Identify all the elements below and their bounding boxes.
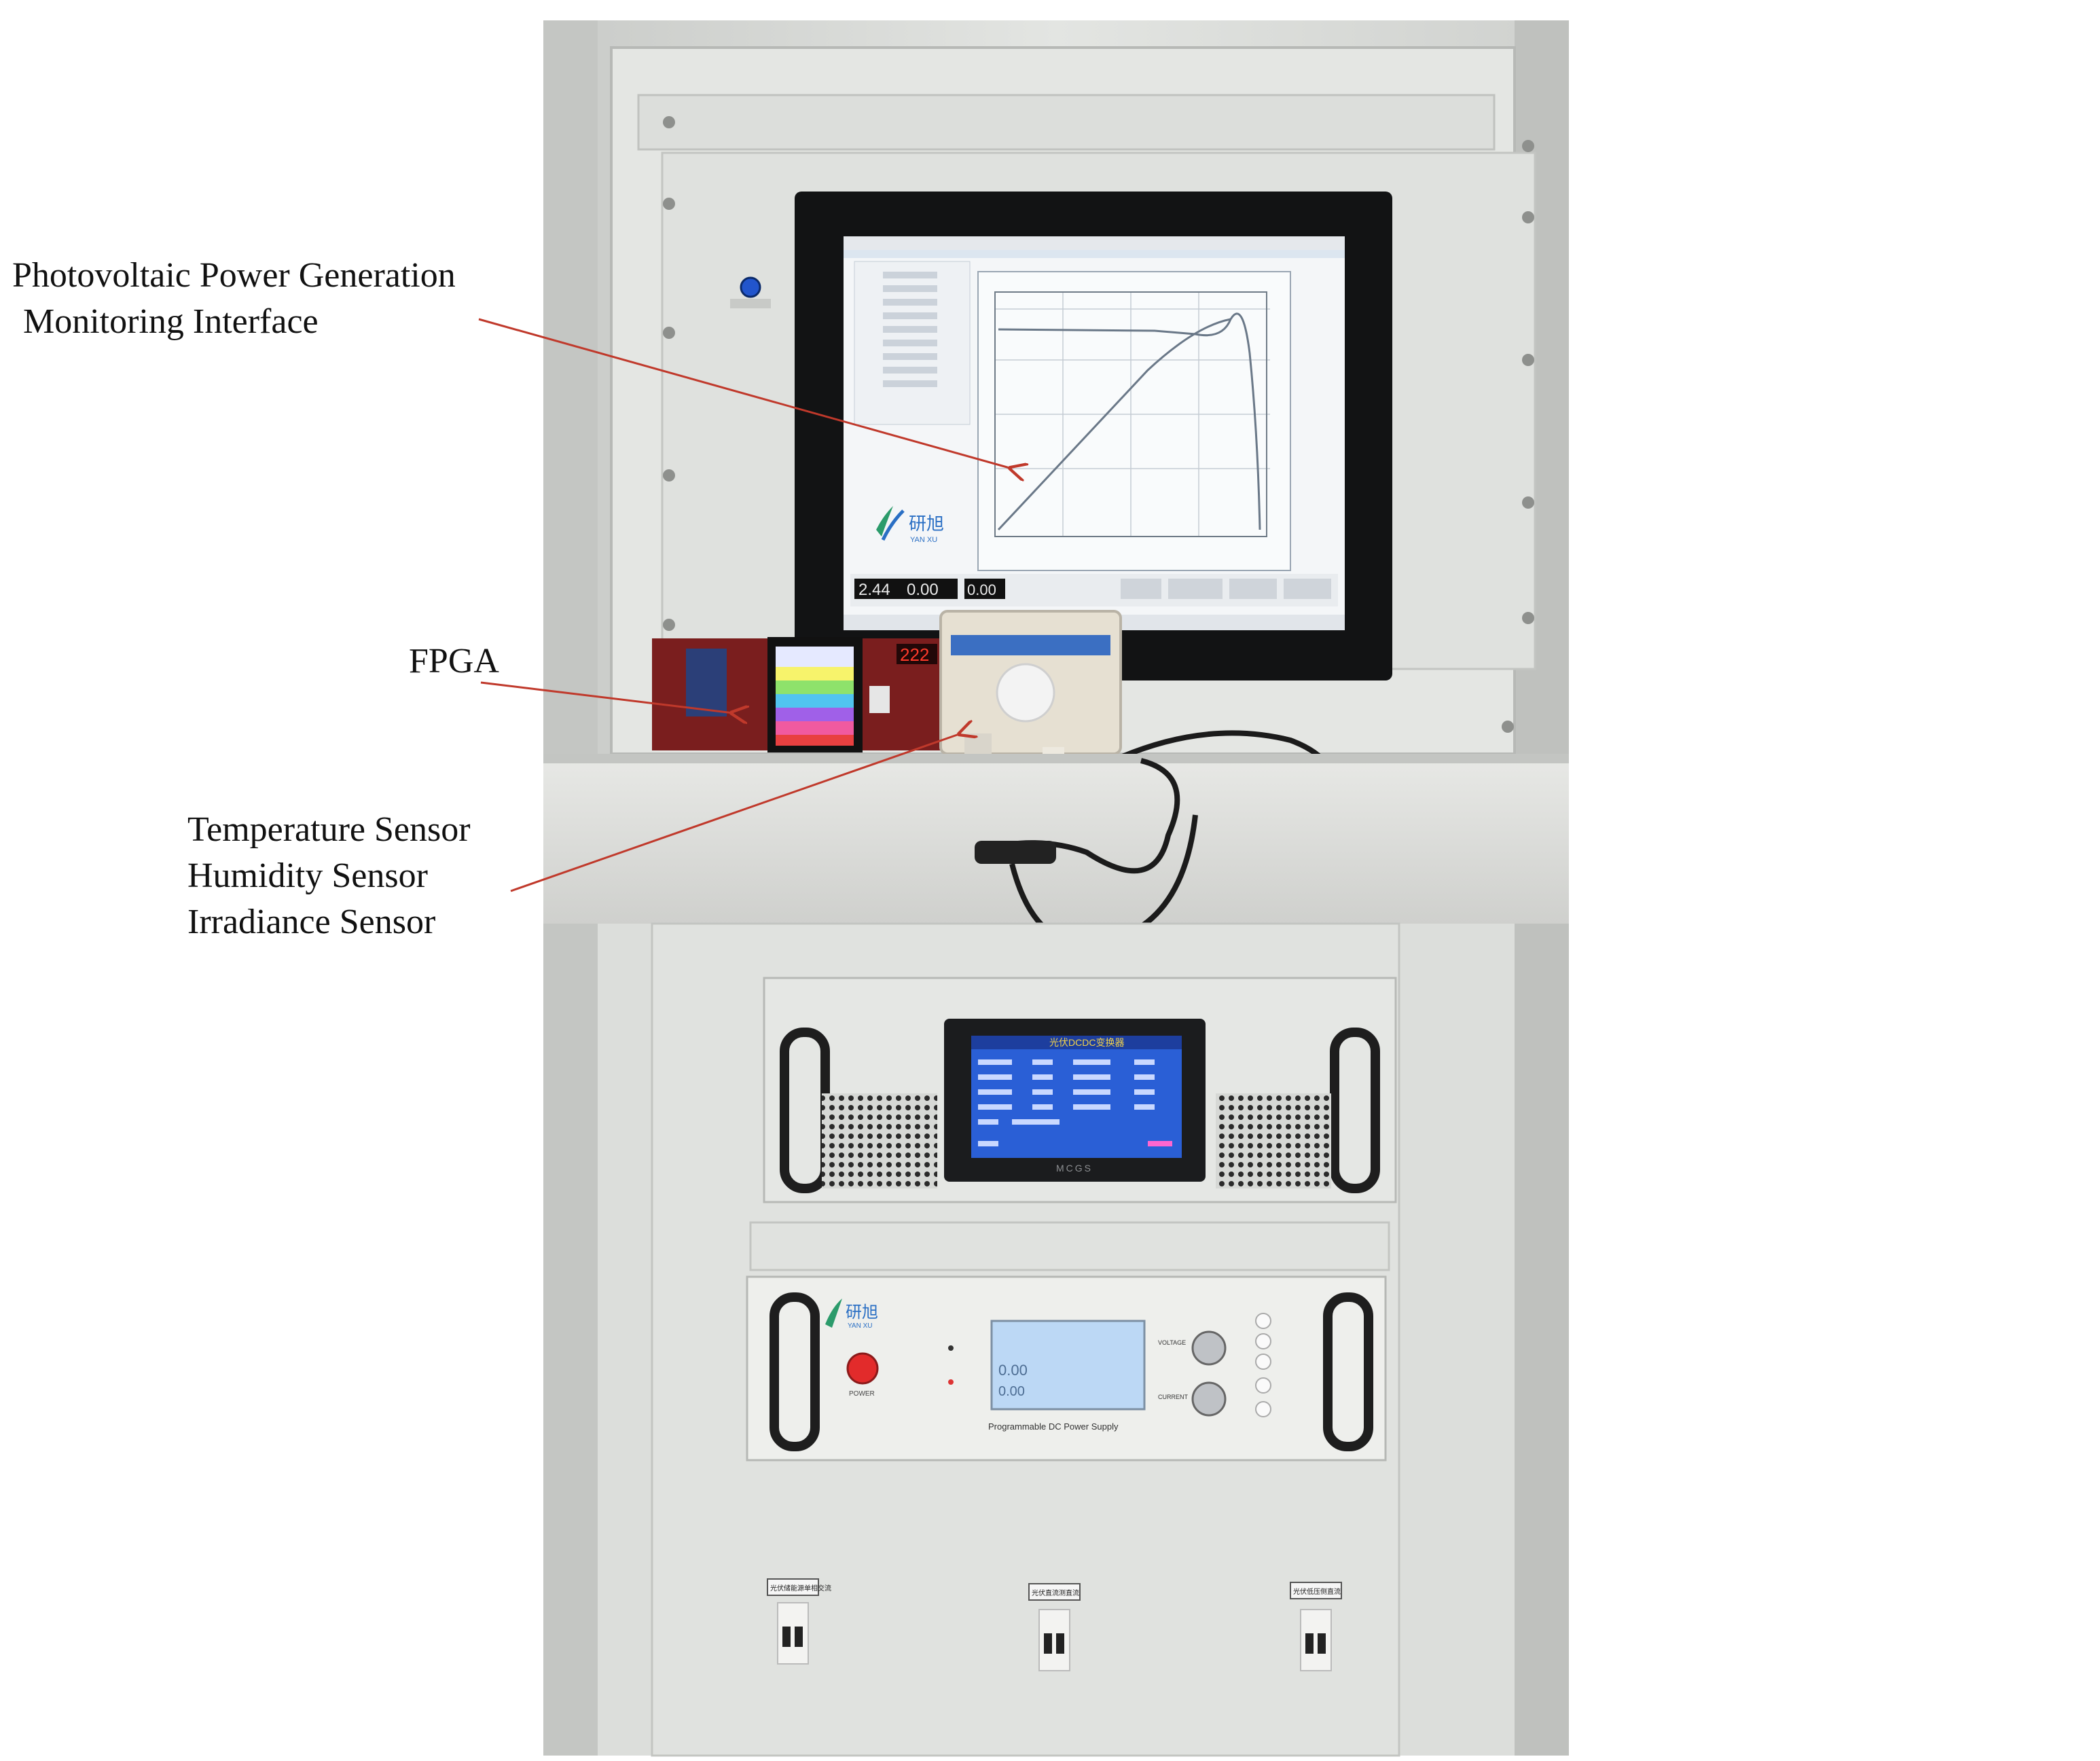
counter-3: 0.00 <box>967 581 996 598</box>
dc-power-supply: 研旭 YAN XU POWER 0.00 0.00 VOLTAGE CURREN… <box>746 1275 1387 1462</box>
current-knob-label: CURRENT <box>1158 1394 1189 1400</box>
power-button[interactable] <box>846 1352 879 1385</box>
voltage-knob-label: VOLTAGE <box>1158 1339 1186 1346</box>
current-knob[interactable] <box>1191 1381 1227 1417</box>
ps-power: 0.00 <box>998 1384 1025 1399</box>
ps-button-5[interactable] <box>1255 1401 1271 1417</box>
breaker-3[interactable] <box>1300 1609 1332 1671</box>
ps-brand: 研旭 <box>846 1303 878 1322</box>
monitor-counters: 2.44 0.00 0.00 <box>854 579 1005 599</box>
shelf <box>543 754 1569 947</box>
monitor-logo: 研旭 YAN XU <box>876 506 944 544</box>
ps-label: Programmable DC Power Supply <box>988 1421 1119 1432</box>
ps-lcd <box>990 1320 1146 1411</box>
label-humidity-sensor: Humidity Sensor <box>187 856 428 895</box>
label-temperature-sensor: Temperature Sensor <box>187 810 471 849</box>
voltage-knob[interactable] <box>1191 1330 1227 1366</box>
fpga-board: 222 <box>652 637 951 752</box>
label-pv-line1: Photovoltaic Power Generation <box>12 256 456 295</box>
blank-panel <box>749 1221 1390 1271</box>
ps-voltage: 0.00 <box>998 1362 1028 1379</box>
hmi-screen <box>971 1036 1182 1158</box>
indicator-light <box>730 276 771 308</box>
label-irradiance-sensor: Irradiance Sensor <box>187 903 436 941</box>
breaker-label-1: 光伏储能源单相交流 <box>770 1584 831 1593</box>
hmi-unit: 光伏DCDC变换器 MCGS <box>763 977 1397 1203</box>
ps-button-3[interactable] <box>1255 1354 1271 1370</box>
iv-curve-chart <box>977 271 1291 571</box>
ps-brand-sub: YAN XU <box>848 1322 873 1330</box>
label-fpga: FPGA <box>409 642 499 680</box>
ps-button-1[interactable] <box>1255 1313 1271 1329</box>
screws <box>663 116 1534 733</box>
power-label: POWER <box>849 1390 875 1398</box>
fpga-display: 222 <box>900 645 929 665</box>
arrow-monitor <box>478 318 1012 469</box>
breaker-2[interactable] <box>1038 1609 1070 1671</box>
breaker-label-2: 光伏直流测直流 <box>1032 1588 1079 1597</box>
arrow-fpga <box>480 681 734 713</box>
ps-button-2[interactable] <box>1255 1333 1271 1349</box>
arrow-sensor <box>510 733 961 892</box>
monitor-logo-sub: YAN XU <box>910 536 937 544</box>
breakers: 光伏储能源单相交流 光伏直流测直流 光伏低压侧直流 <box>767 1578 1342 1671</box>
monitor-logo-text: 研旭 <box>909 513 944 534</box>
counter-1: 2.44 <box>858 581 890 599</box>
counter-2: 0.00 <box>907 581 939 599</box>
breaker-label-3: 光伏低压侧直流 <box>1293 1587 1341 1596</box>
hmi-title: 光伏DCDC变换器 <box>1049 1037 1124 1048</box>
hmi-brand: MCGS <box>1056 1163 1093 1174</box>
ps-button-4[interactable] <box>1255 1377 1271 1394</box>
monitor: 研旭 YAN XU 2.44 0.00 0.00 <box>795 192 1392 680</box>
label-pv-line2: Monitoring Interface <box>23 302 319 341</box>
annotation-arrows <box>478 318 1012 892</box>
breaker-1[interactable] <box>777 1602 809 1665</box>
